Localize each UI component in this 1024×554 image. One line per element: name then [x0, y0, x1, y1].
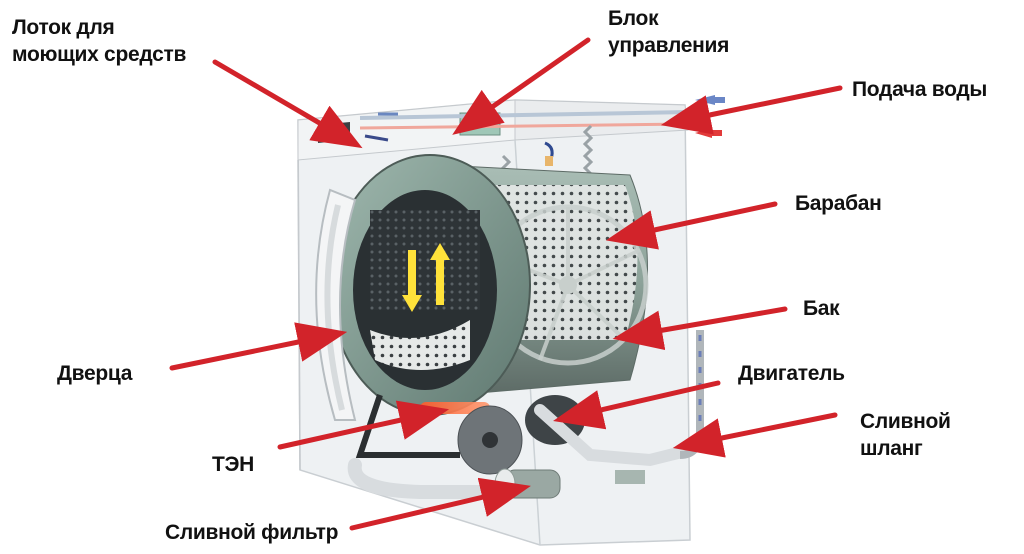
arrow-tank — [612, 306, 788, 351]
arrow-detergent-tray — [212, 59, 363, 149]
arrow-drain-hose — [672, 412, 838, 458]
label-motor: Двигатель — [738, 362, 845, 385]
label-heater: ТЭН — [212, 453, 255, 476]
label-tank: Бак — [803, 297, 840, 320]
arrow-motor — [553, 380, 721, 430]
label-drum: Барабан — [795, 192, 882, 215]
label-detergent-tray: Лоток для моющих средств — [12, 16, 187, 66]
label-control-unit: Блок управления — [608, 7, 730, 57]
drum-front — [329, 154, 531, 416]
door — [315, 188, 357, 421]
arrow-drum — [605, 201, 778, 250]
arrow-control-unit — [452, 37, 591, 135]
arrow-drain-filter — [349, 477, 531, 531]
label-drain-filter: Сливной фильтр — [165, 521, 339, 544]
arrow-door — [169, 322, 348, 371]
arrow-heater — [277, 400, 450, 450]
label-door: Дверца — [57, 362, 133, 385]
label-drain-hose: Сливной шланг — [860, 410, 951, 460]
callout-arrows — [169, 37, 843, 531]
arrow-water-supply — [660, 85, 843, 135]
label-water-supply: Подача воды — [852, 78, 987, 101]
